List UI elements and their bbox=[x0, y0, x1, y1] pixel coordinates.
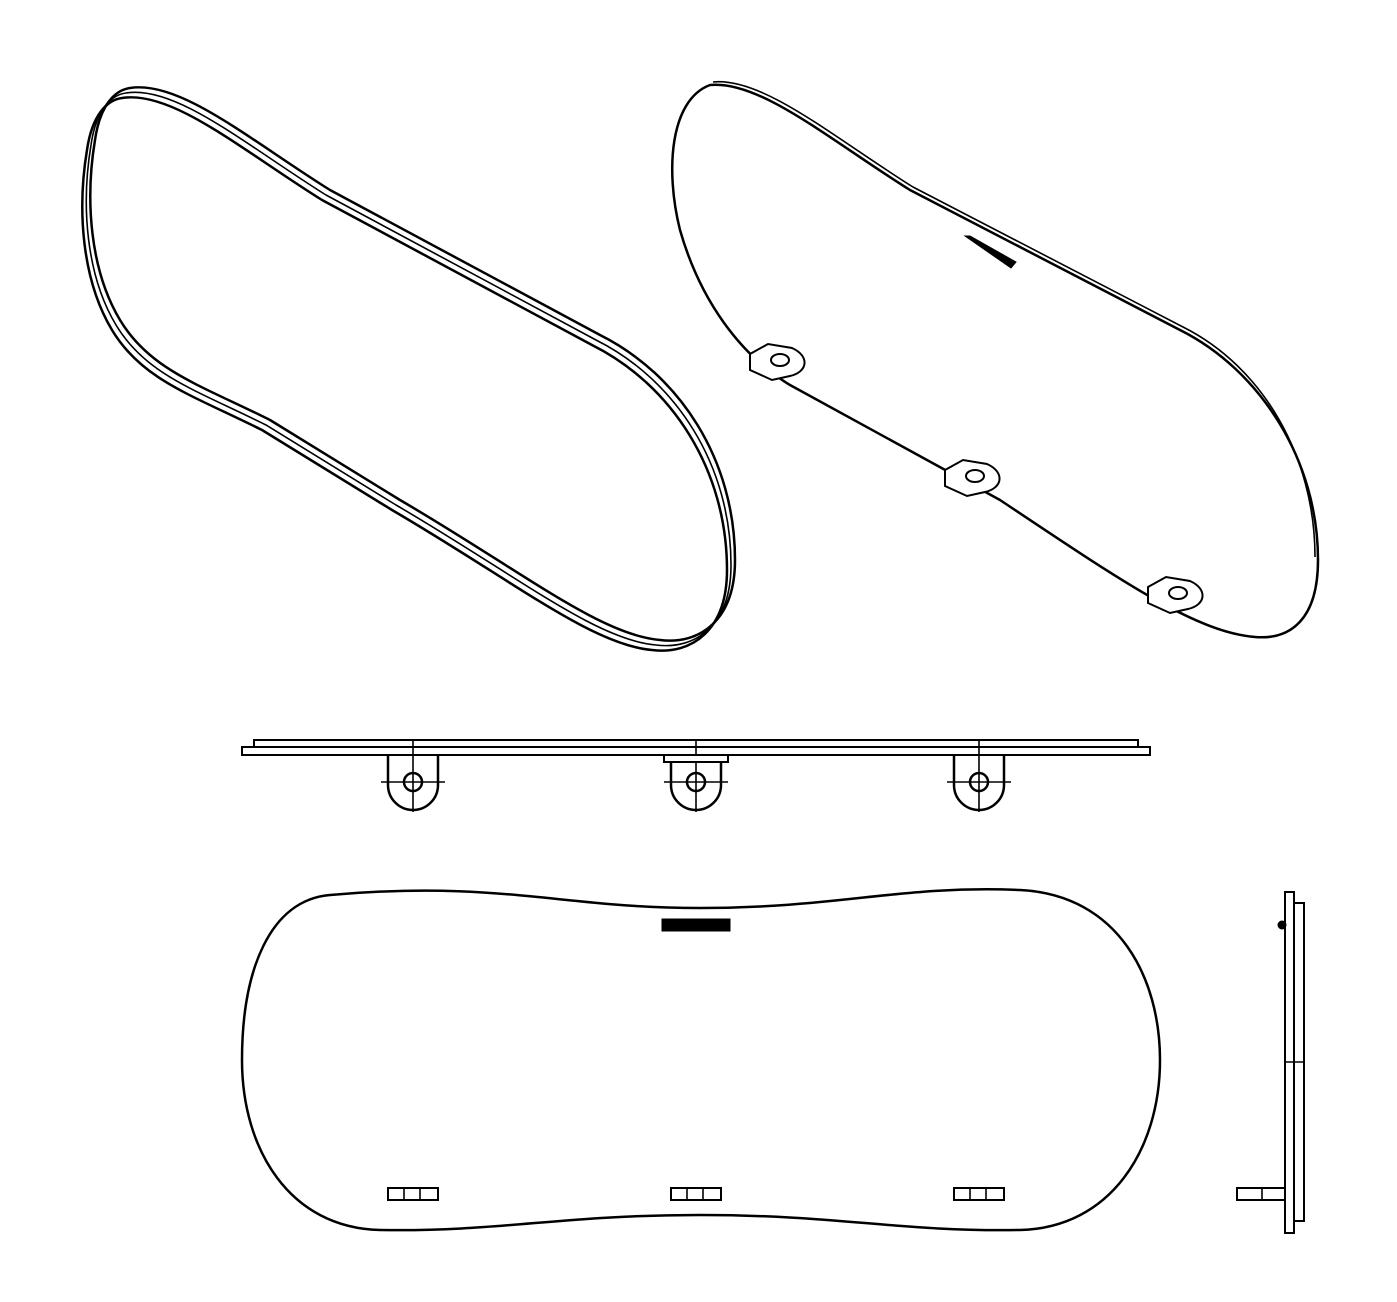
isometric-top-view bbox=[81, 86, 737, 652]
panel-outline bbox=[671, 83, 1320, 639]
hook bbox=[663, 740, 729, 812]
slot-bump bbox=[1277, 920, 1287, 930]
panel-outline-inner bbox=[81, 96, 729, 652]
panel-edge bbox=[712, 81, 1316, 558]
side-elevation-view bbox=[1236, 891, 1305, 1234]
hook bbox=[381, 740, 445, 812]
mounting-tab bbox=[1147, 575, 1204, 615]
tab bbox=[387, 1187, 439, 1201]
isometric-bottom-view bbox=[671, 81, 1320, 639]
tab bbox=[953, 1187, 1005, 1201]
slot bbox=[963, 235, 1017, 269]
hook bbox=[947, 740, 1011, 812]
panel-outline-outer bbox=[89, 86, 737, 642]
mounting-tab bbox=[944, 458, 1001, 498]
tab bbox=[1236, 1187, 1286, 1201]
slot bbox=[661, 918, 731, 932]
plan-view bbox=[240, 888, 1162, 1232]
front-elevation-view bbox=[241, 739, 1151, 812]
panel-outline bbox=[240, 888, 1162, 1232]
mounting-tab bbox=[749, 342, 806, 382]
panel-edge-middle bbox=[85, 91, 732, 647]
tab bbox=[670, 1187, 722, 1201]
